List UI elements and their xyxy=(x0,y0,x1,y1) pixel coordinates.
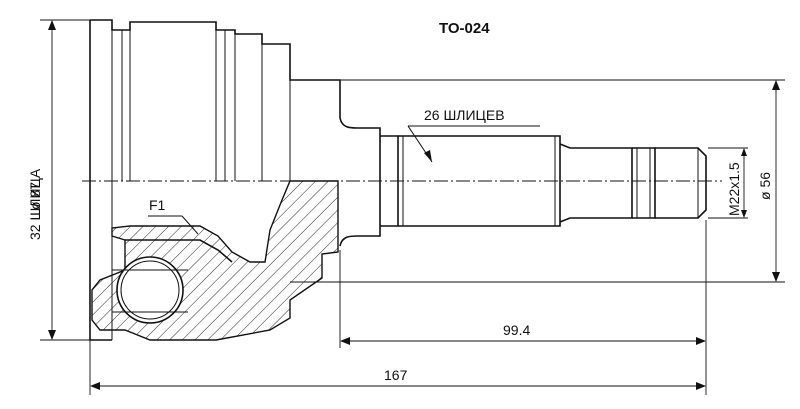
dim-outer-diameter xyxy=(40,19,90,341)
dim-shaft-length xyxy=(339,220,707,395)
part-number: TO-024 xyxy=(439,20,490,37)
splines-outer-label: 32 ШЛИЦА xyxy=(27,168,43,240)
dia-seal-label: ø 56 xyxy=(757,172,773,200)
outer-race-housing xyxy=(89,19,381,341)
splines-shaft-label: 26 ШЛИЦЕВ xyxy=(424,107,505,123)
dim-thread xyxy=(708,147,748,219)
thread-label: M22x1.5 xyxy=(726,162,742,216)
total-length-label: 167 xyxy=(384,367,408,383)
dim-total-length xyxy=(89,340,706,395)
dim-seal-diameter xyxy=(290,79,785,283)
ball xyxy=(116,256,184,324)
dia-outer-label: ø 87 xyxy=(27,182,43,210)
shaft-length-label: 99.4 xyxy=(503,322,530,338)
detail-label: F1 xyxy=(149,197,166,213)
drive-shaft xyxy=(380,135,707,227)
